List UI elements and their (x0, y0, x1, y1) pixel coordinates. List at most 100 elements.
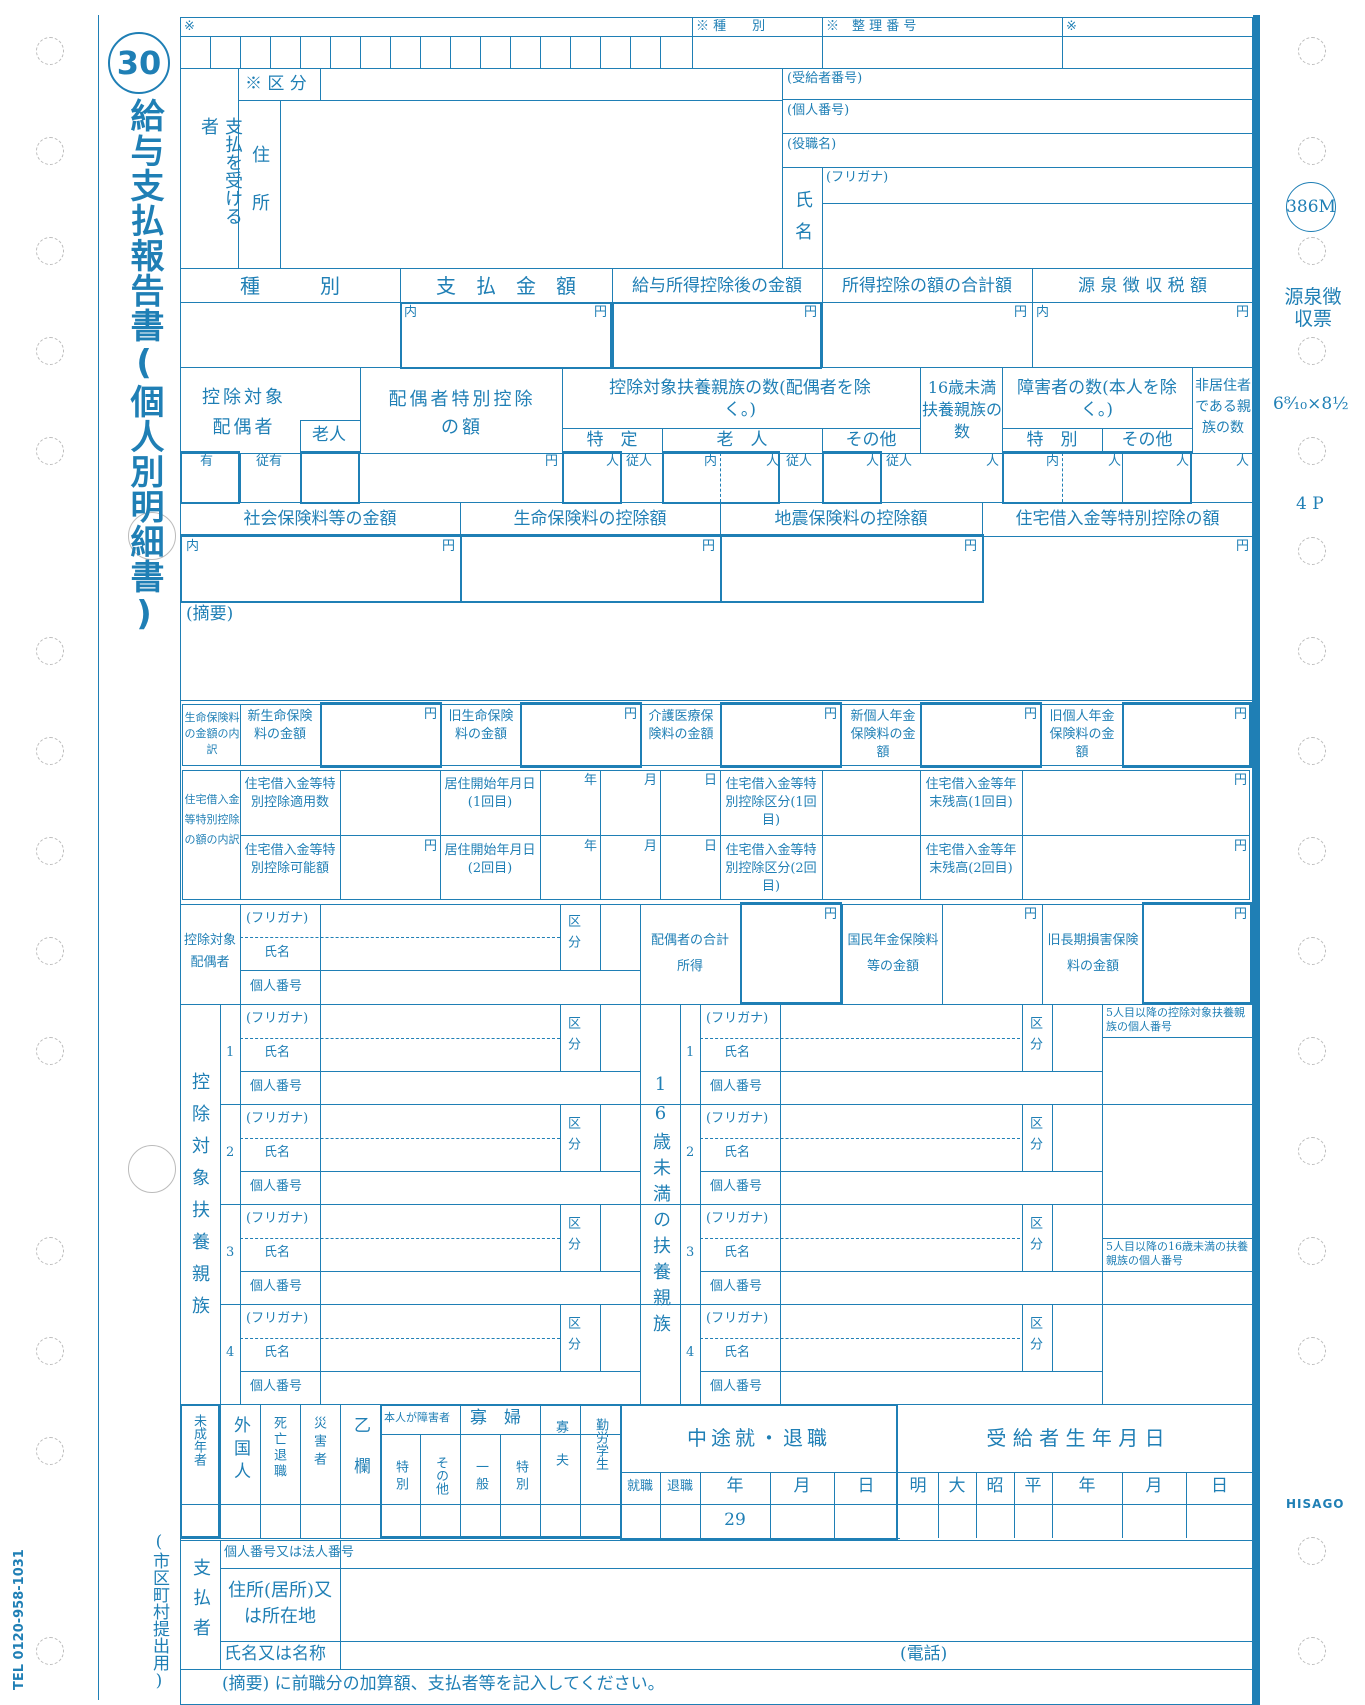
student-label: 勤労学生 (593, 1418, 608, 1470)
u16-4-kubun: 区分 (1027, 1316, 1042, 1358)
other-sub-person: 従人 (886, 454, 913, 469)
other-person: 人 (866, 454, 880, 469)
quake-yen: 円 (964, 539, 978, 554)
birth-day-label: 日 (1211, 1476, 1228, 1496)
midway-year-label: 年 (726, 1476, 744, 1496)
dep3-furigana: (フリガナ) (246, 1211, 309, 1226)
elder-box[interactable] (662, 451, 780, 504)
care-field[interactable] (720, 702, 842, 768)
death-label: 死亡退職 (271, 1416, 286, 1480)
birth-label: 受 給 者 生 年 月 日 (986, 1426, 1165, 1450)
under16-row-3-num: 3 (686, 1245, 695, 1260)
housing-loan-header: 住宅借入金等特別控除の額 (1015, 509, 1220, 529)
birth-year-label: 年 (1078, 1476, 1096, 1496)
punch-hole (36, 937, 64, 965)
birth-month-label: 月 (1145, 1476, 1163, 1496)
address-label: 住所 (249, 145, 270, 241)
new-pension-field[interactable] (920, 702, 1042, 768)
spouse-deduction-label: 控除対象配偶者 (202, 387, 286, 438)
form-number: 30 (116, 44, 162, 82)
minor-box[interactable] (180, 1404, 220, 1538)
widower-label: 寡夫 (553, 1420, 568, 1486)
tel-note: TEL 0120-958-1031 (12, 1549, 27, 1690)
new-pension-label: 新個人年金保険料の金額 (850, 709, 916, 760)
punch-hole (1298, 37, 1326, 65)
quake-insurance-header: 地震保険料の控除額 (774, 509, 928, 529)
old-pension-field[interactable] (1122, 702, 1252, 768)
income-after-deduction-field[interactable] (612, 302, 822, 369)
dep4-number: 個人番号 (250, 1379, 303, 1394)
punch-hole (1298, 937, 1326, 965)
longterm-yen: 円 (1234, 907, 1248, 922)
punch-hole (36, 1037, 64, 1065)
dep2-furigana: (フリガナ) (246, 1111, 309, 1126)
spouse-income-field[interactable] (740, 902, 842, 1004)
social-yen: 円 (442, 539, 456, 554)
social-inner: 内 (186, 539, 200, 554)
elder-inner: 内 (704, 454, 718, 469)
punch-hole (1298, 737, 1326, 765)
withholding-inner-label: 内 (1036, 305, 1050, 320)
dep4-kubun: 区分 (565, 1316, 580, 1358)
u16-2-name: 氏名 (724, 1145, 751, 1160)
start1-month: 月 (644, 773, 658, 788)
u16-2-kubun: 区分 (1027, 1116, 1042, 1158)
amount-type-header: 種 別 (240, 274, 340, 298)
dependent-row-1-num: 1 (226, 1045, 235, 1060)
u16-4-name: 氏名 (724, 1345, 751, 1360)
ref-label: ※ 整 理 番 号 (826, 19, 917, 34)
specific-box[interactable] (562, 451, 622, 504)
punch-hole (36, 737, 64, 765)
start2-day: 日 (704, 839, 718, 854)
social-insurance-field[interactable] (180, 534, 462, 603)
spouse-has-box[interactable] (180, 451, 240, 504)
elder-sub-person: 従人 (786, 454, 813, 469)
disabled-inner: 内 (1046, 454, 1060, 469)
spouse-kubun-label: 区分 (565, 914, 580, 956)
punch-hole (36, 1237, 64, 1265)
kind2-label: 住宅借入金等特別控除区分(2回目) (725, 843, 817, 894)
punch-hole (36, 437, 64, 465)
spouse-special-label: 配偶者特別控除の額 (388, 389, 536, 438)
other-dependents-box[interactable] (822, 451, 882, 504)
u16-2-number: 個人番号 (710, 1179, 763, 1194)
dep1-furigana: (フリガナ) (246, 1011, 309, 1026)
under16-person: 人 (986, 454, 1000, 469)
disabled-special-box[interactable] (1002, 451, 1192, 504)
balance2-label: 住宅借入金等年末残高(2回目) (925, 843, 1017, 876)
leave-label: 退職 (666, 1479, 693, 1494)
income-yen: 円 (804, 305, 818, 320)
life-insurance-header: 生命保険料の控除額 (513, 509, 667, 529)
header-mark: ※ (184, 19, 195, 34)
payment-amount-field[interactable] (400, 302, 612, 369)
punch-hole (1298, 1037, 1326, 1065)
housing-possible-label: 住宅借入金等特別控除可能額 (244, 843, 336, 876)
quake-insurance-field[interactable] (720, 534, 984, 603)
type-label: ※ 種 別 (696, 19, 766, 34)
longterm-field[interactable] (1142, 902, 1252, 1004)
nonresident-label: 非居住者である親族の数 (1195, 378, 1251, 436)
midway-month-label: 月 (793, 1476, 811, 1496)
dep2-number: 個人番号 (250, 1179, 303, 1194)
u16-3-name: 氏名 (724, 1245, 751, 1260)
category-label: ※ 区 分 (245, 74, 307, 94)
old-life-field[interactable] (520, 702, 642, 768)
special-amount-yen: 円 (545, 454, 559, 469)
spouse-elder-box[interactable] (300, 451, 360, 504)
other-dependents-label: その他 (845, 430, 897, 450)
payer-address-label: 住所(居所)又は所在地 (227, 1580, 333, 1627)
balance1-yen: 円 (1234, 773, 1248, 788)
life-insurance-field[interactable] (460, 534, 722, 603)
disabled-other-status: その他 (433, 1456, 448, 1495)
punch-hole (1298, 1637, 1326, 1665)
start1-day: 日 (704, 773, 718, 788)
spouse-block-label: 控除対象配偶者 (183, 933, 236, 970)
punch-hole (1298, 637, 1326, 665)
perforation-left (98, 15, 99, 1700)
punch-hole (1298, 1137, 1326, 1165)
social-insurance-header: 社会保険料等の金額 (243, 509, 397, 529)
position-label: (役職名) (787, 137, 837, 152)
dependent-row-3-num: 3 (226, 1245, 235, 1260)
new-life-field[interactable] (320, 702, 442, 768)
perforation-right (1253, 15, 1260, 1705)
